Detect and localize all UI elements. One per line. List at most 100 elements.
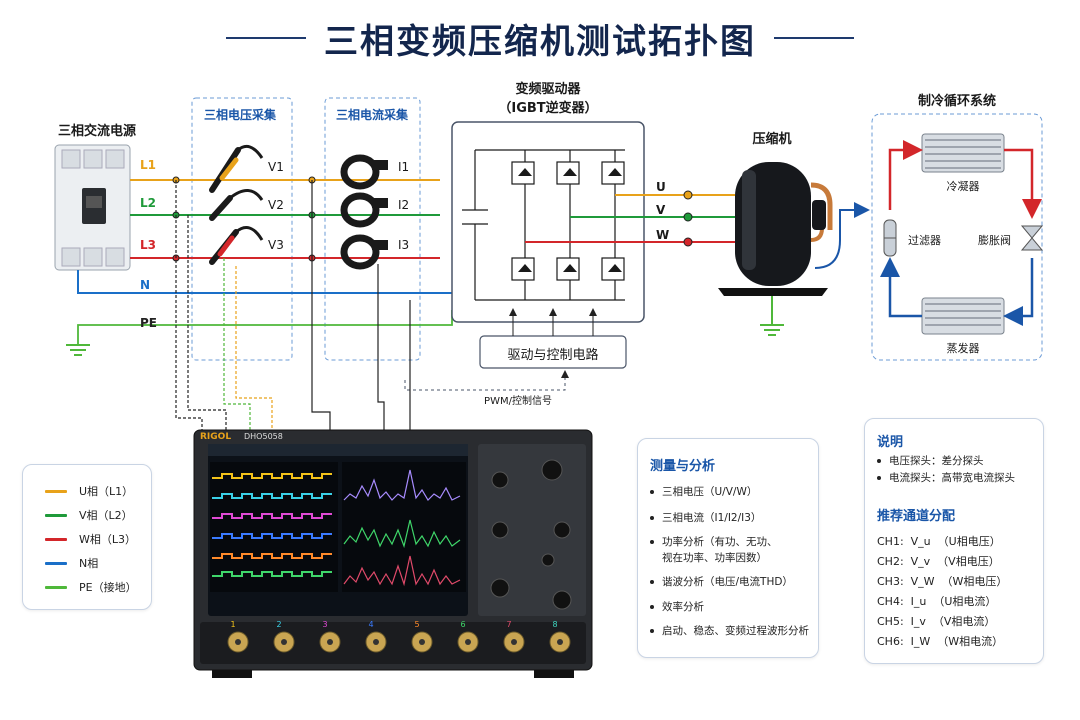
probe-i1-label: I1 <box>398 160 410 174</box>
measurement-item-3-text: 功率分析（有功、无功、 <box>662 536 778 548</box>
measurement-item-1: 三相电压（U/V/W） <box>650 484 757 500</box>
pe-wire <box>77 310 453 345</box>
current-clamp-i1-icon <box>340 154 388 190</box>
l1-label: L1 <box>140 158 156 172</box>
channel-row-5: CH5: I_v （V相电流） <box>877 615 996 628</box>
n-wire <box>77 270 452 294</box>
channel-row-3: CH3: V_W （W相电压） <box>877 575 1008 588</box>
probe-v3-label: V3 <box>268 238 284 252</box>
notes-title: 说明 <box>877 435 904 450</box>
refrigeration-box <box>871 113 1043 361</box>
connector-centers <box>235 639 563 645</box>
measurement-item-4: 谐波分析（电压/电流THD） <box>650 574 793 590</box>
driver-label: 驱动与控制电路 <box>507 348 599 363</box>
legend-swatch-pe <box>45 585 67 589</box>
scope-brand: RIGOL <box>200 432 232 442</box>
legend-swatch-w <box>45 537 67 541</box>
measurement-item-3: 功率分析（有功、无功、 <box>650 534 778 550</box>
suction-pipe-arrow <box>814 202 870 269</box>
bullet <box>877 459 881 463</box>
notes-item-1: 电压探头：差分探头 <box>877 453 984 469</box>
bullet <box>650 605 654 609</box>
legend-swatch-v <box>45 513 67 517</box>
legend-swatch-u <box>45 489 67 493</box>
measurement-item-6-text: 启动、稳态、变频过程波形分析 <box>662 625 809 637</box>
oscilloscope-icon <box>193 429 593 678</box>
bullet <box>877 476 881 480</box>
probe-v1-label: V1 <box>268 160 284 174</box>
legend-label-u: U相（L1） <box>79 485 134 498</box>
channel-4-label: 4 <box>368 620 374 629</box>
breaker-icon <box>54 144 131 271</box>
probe-v2-label: V2 <box>268 198 284 212</box>
measurement-item-5-text: 效率分析 <box>662 601 704 613</box>
red-pipe-left <box>888 140 923 210</box>
legend-item-w: W相（L3） <box>45 531 136 547</box>
compressor-label: 压缩机 <box>752 132 792 147</box>
pwm-label: PWM/控制信号 <box>484 396 552 407</box>
probe-i2-label: I2 <box>398 198 410 212</box>
refrigeration-label: 制冷循环系统 <box>917 94 997 109</box>
channel-7-label: 7 <box>506 620 512 629</box>
legend-item-pe: PE（接地） <box>45 579 137 595</box>
expansion-valve-icon <box>1020 225 1044 251</box>
measurement-item-5: 效率分析 <box>650 599 704 615</box>
notes-panel: 说明 电压探头：差分探头 电流探头：高带宽电流探头 推荐通道分配 CH1: V_… <box>864 418 1044 664</box>
red-pipe-right <box>1004 148 1042 219</box>
n-label: N <box>140 278 151 292</box>
bullet <box>650 580 654 584</box>
compressor-icon <box>718 162 833 296</box>
measurement-item-4-text: 谐波分析（电压/电流THD） <box>662 576 793 588</box>
voltage-probe-v3-icon <box>209 226 264 265</box>
voltage-group-label: 三相电压采集 <box>204 108 277 122</box>
filter-label: 过滤器 <box>908 234 941 247</box>
measurement-item-3b: 视在功率、功率因数） <box>662 552 767 564</box>
notes-item-2: 电流探头：高带宽电流探头 <box>877 470 1015 486</box>
inverter-label-line1: 变频驱动器 <box>515 82 581 97</box>
inverter-circuit <box>462 149 625 301</box>
legend-item-v: V相（L2） <box>45 507 133 523</box>
blue-pipe-left <box>880 257 922 318</box>
channel-row-4: CH4: I_u （U相电流） <box>877 595 997 608</box>
ground-symbol-source <box>66 344 90 356</box>
channel-1-label: 1 <box>230 620 236 629</box>
channel-row-2: CH2: V_v （V相电压） <box>877 555 1000 568</box>
valve-label: 膨胀阀 <box>978 234 1011 247</box>
channel-title: 推荐通道分配 <box>877 509 956 524</box>
channel-row-1: CH1: V_u （U相电压） <box>877 535 1001 548</box>
blue-pipe-right <box>1003 258 1034 326</box>
bullet <box>650 490 654 494</box>
legend-label-n: N相 <box>79 557 99 570</box>
title-right-rule <box>774 37 854 39</box>
channel-3-label: 3 <box>322 620 328 629</box>
title-bar: 三相变频压缩机测试拓扑图 <box>0 10 1080 66</box>
voltage-group-box <box>191 97 293 361</box>
pwm-dashed-link <box>404 370 569 391</box>
probe-i3-label: I3 <box>398 238 410 252</box>
evaporator-label: 蒸发器 <box>946 342 980 355</box>
legend-label-pe: PE（接地） <box>79 581 137 594</box>
measurement-item-6: 启动、稳态、变频过程波形分析 <box>650 623 809 639</box>
measurement-item-2-text: 三相电流（I1/I2/I3） <box>662 512 762 524</box>
measurement-panel: 测量与分析 三相电压（U/V/W） 三相电流（I1/I2/I3） 功率分析（有功… <box>637 438 819 658</box>
bullet <box>650 540 654 544</box>
legend-item-u: U相（L1） <box>45 483 133 499</box>
legend-panel: U相（L1） V相（L2） W相（L3） N相 PE（接地） <box>22 464 152 610</box>
current-clamp-i2-icon <box>340 192 388 228</box>
bullet <box>650 629 654 633</box>
bullet <box>650 516 654 520</box>
l3-label: L3 <box>140 238 156 252</box>
voltage-probe-v2-icon <box>209 189 264 221</box>
current-group-label: 三相电流采集 <box>336 108 409 122</box>
legend-label-w: W相（L3） <box>79 533 137 546</box>
channel-row-6: CH6: I_W （W相电流） <box>877 635 1004 648</box>
ground-symbol-compressor <box>760 324 784 336</box>
current-group-box <box>324 97 421 361</box>
output-w-label: W <box>656 228 670 242</box>
scope-knobs <box>490 459 572 610</box>
output-u-label: U <box>656 180 666 194</box>
channel-8-label: 8 <box>552 620 558 629</box>
channel-5-label: 5 <box>414 620 420 629</box>
condenser-label: 冷凝器 <box>946 180 980 193</box>
